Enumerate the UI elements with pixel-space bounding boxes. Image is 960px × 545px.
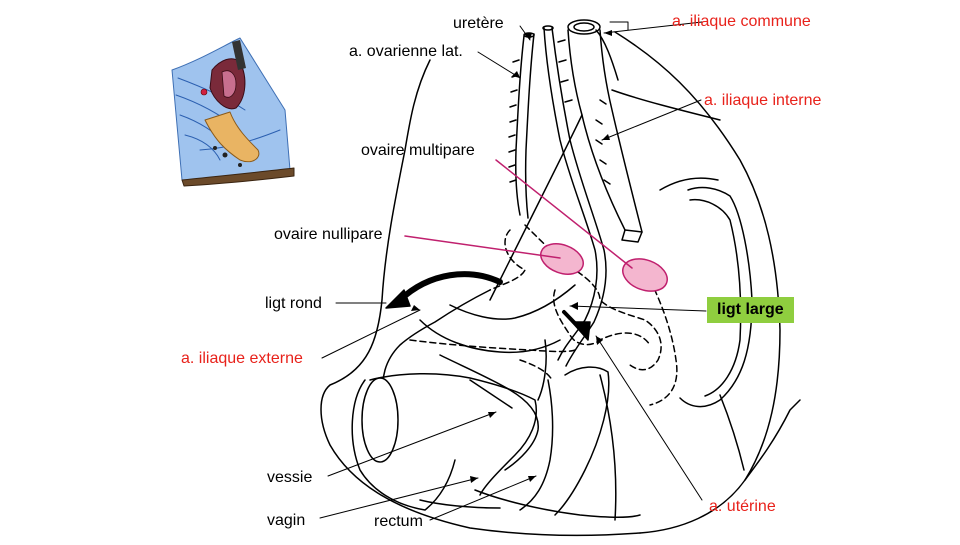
ovary-nulliparous	[540, 243, 584, 275]
label-external-iliac: a. iliaque externe	[181, 350, 303, 367]
label-multiparous-ovary: ovaire multipare	[361, 142, 475, 159]
label-uterine-artery: a. utérine	[709, 498, 776, 515]
round-ligament-arrow	[385, 271, 503, 309]
ovaries	[540, 243, 668, 292]
ovary-multiparous	[622, 258, 668, 292]
label-ovarian-artery: a. ovarienne lat.	[349, 43, 463, 60]
label-common-iliac: a. iliaque commune	[672, 13, 811, 30]
ovarian-artery	[542, 25, 607, 367]
label-round-ligament: ligt rond	[265, 295, 322, 312]
ureter	[508, 32, 535, 219]
rectum-vagina	[419, 354, 641, 521]
ovary-pointers	[404, 159, 633, 269]
leader-arrowheads	[411, 30, 612, 483]
label-nulliparous-ovary: ovaire nullipare	[274, 226, 383, 243]
label-bladder: vessie	[267, 469, 313, 486]
label-broad-ligament: ligt large	[707, 297, 794, 323]
uterine-artery-arrow	[562, 310, 591, 341]
label-uretere: uretère	[453, 15, 504, 32]
label-internal-iliac: a. iliaque interne	[704, 92, 822, 109]
label-vagina: vagin	[267, 512, 306, 529]
sacrum	[659, 177, 801, 481]
iliac-arteries	[489, 19, 643, 301]
leader-lines	[319, 21, 707, 521]
broad-ligament	[409, 224, 678, 406]
uterus	[382, 284, 576, 401]
bladder	[351, 372, 537, 511]
thumbnail-illustration	[171, 37, 295, 187]
label-rectum: rectum	[374, 513, 423, 530]
